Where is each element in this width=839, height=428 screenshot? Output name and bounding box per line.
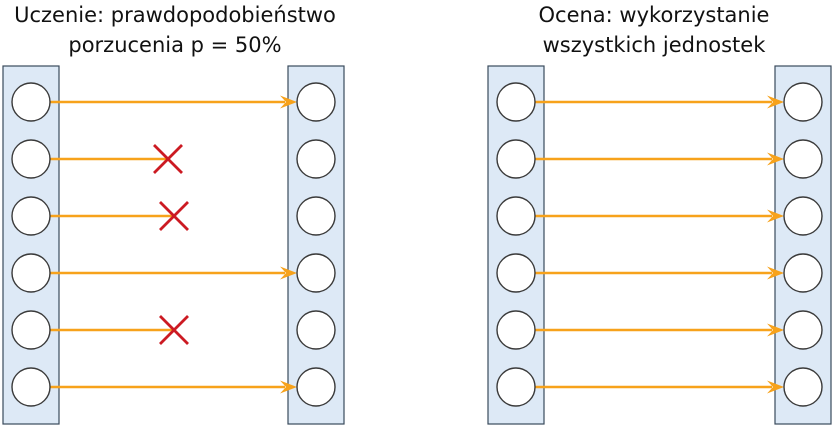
left-output-neuron-3 (296, 196, 336, 236)
right-output-neuron-1 (783, 82, 823, 122)
right-input-layer (487, 65, 545, 425)
left-output-layer (287, 65, 345, 425)
right-input-neuron-5 (496, 310, 536, 350)
right-arrowhead-6 (767, 380, 784, 394)
left-input-neuron-1 (11, 82, 51, 122)
left-title-line2: porzucenia p = 50% (68, 33, 282, 57)
left-output-neuron-4 (296, 253, 336, 293)
right-arrowhead-5 (767, 323, 784, 337)
right-input-neuron-4 (496, 253, 536, 293)
right-input-neuron-3 (496, 196, 536, 236)
right-output-layer (774, 65, 832, 425)
right-output-neuron-6 (783, 367, 823, 407)
right-output-neuron-2 (783, 139, 823, 179)
left-input-neuron-4 (11, 253, 51, 293)
right-output-neuron-4 (783, 253, 823, 293)
right-arrowhead-3 (767, 209, 784, 223)
left-input-neuron-3 (11, 196, 51, 236)
cross-icon (159, 315, 189, 345)
right-arrowhead-2 (767, 152, 784, 166)
left-arrowhead-6 (280, 380, 297, 394)
left-panel-title: Uczenie: prawdopodobieństwo porzucenia p… (0, 0, 350, 60)
cross-icon (153, 144, 183, 174)
right-output-neuron-3 (783, 196, 823, 236)
left-output-neuron-5 (296, 310, 336, 350)
left-output-neuron-2 (296, 139, 336, 179)
left-arrowhead-1 (280, 95, 297, 109)
left-input-neuron-2 (11, 139, 51, 179)
left-arrowhead-4 (280, 266, 297, 280)
right-input-neuron-2 (496, 139, 536, 179)
right-input-neuron-6 (496, 367, 536, 407)
right-arrowhead-1 (767, 95, 784, 109)
left-input-neuron-6 (11, 367, 51, 407)
right-input-neuron-1 (496, 82, 536, 122)
right-panel-title: Ocena: wykorzystanie wszystkich jednoste… (480, 0, 828, 60)
right-title-line2: wszystkich jednostek (542, 33, 766, 57)
right-arrowhead-4 (767, 266, 784, 280)
left-input-layer (2, 65, 60, 425)
left-title-line1: Uczenie: prawdopodobieństwo (14, 3, 336, 27)
right-title-line1: Ocena: wykorzystanie (538, 3, 770, 27)
right-output-neuron-5 (783, 310, 823, 350)
cross-icon (159, 201, 189, 231)
left-output-neuron-1 (296, 82, 336, 122)
left-output-neuron-6 (296, 367, 336, 407)
left-input-neuron-5 (11, 310, 51, 350)
